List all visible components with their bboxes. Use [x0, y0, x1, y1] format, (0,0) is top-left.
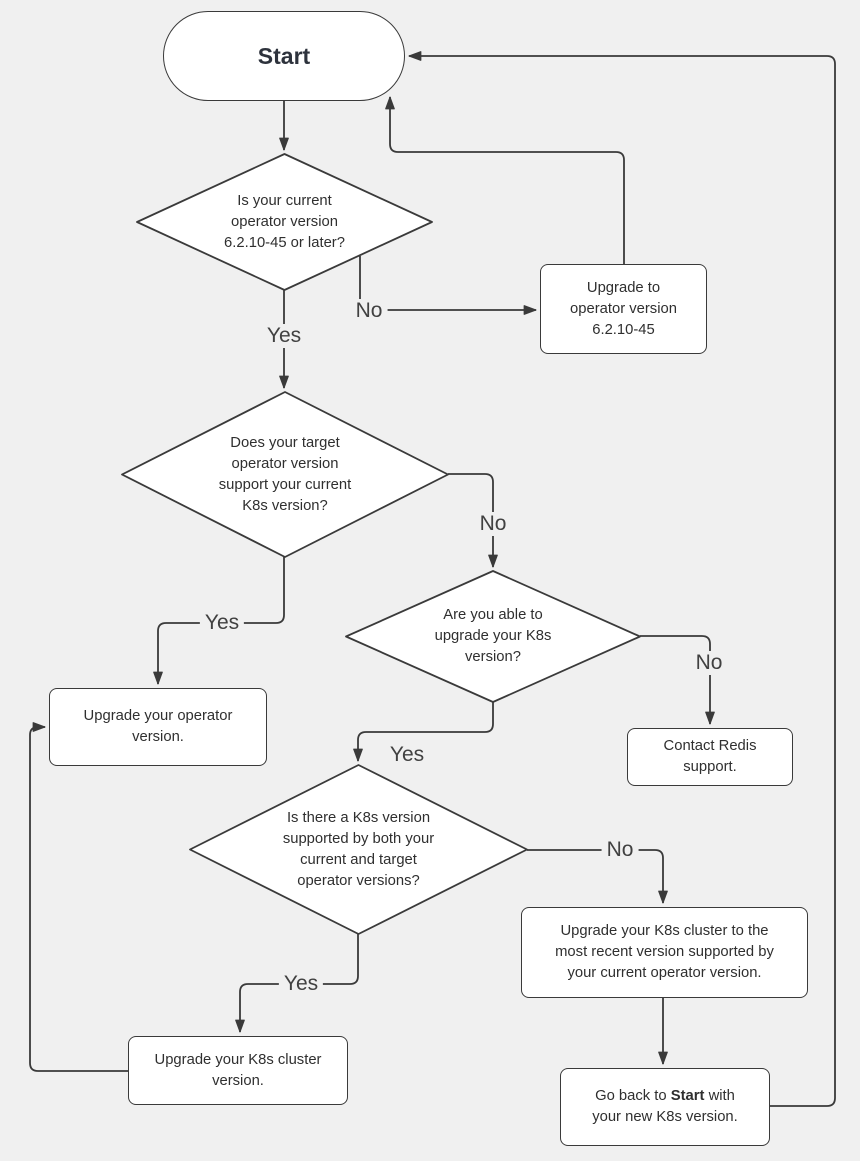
decision-can-upgrade-k8s-shape [345, 570, 641, 703]
decision-target-supports-k8s-shape [121, 391, 449, 558]
edge-label-yes: Yes [199, 611, 245, 635]
edge-upgrade-cluster-to-upgrade-operator [29, 722, 128, 1072]
process-line: version. [212, 1072, 264, 1089]
edge-q-can-upgrade-yes [353, 702, 494, 762]
decision-current-operator-version-shape [136, 153, 433, 291]
process-upgrade-operator-62-10-45: Upgrade to operator version 6.2.10-45 [540, 264, 707, 354]
edge-label-no: No [690, 651, 728, 675]
go-back-start-bold: Start [670, 1088, 705, 1104]
go-back-suffix: with [704, 1088, 735, 1104]
edge-q-target-supports-no [448, 473, 498, 568]
process-line: your new K8s version. [592, 1109, 738, 1125]
process-line: most recent version supported by [555, 944, 774, 960]
edge-label-yes: Yes [384, 743, 430, 767]
process-line: Upgrade your K8s cluster to the [560, 923, 769, 939]
process-line: Contact Redis [663, 738, 757, 754]
process-line: Upgrade to [586, 279, 661, 296]
process-line: Upgrade your operator [83, 708, 233, 724]
decision-common-k8s-version-shape [189, 764, 528, 935]
edge-q-can-upgrade-no [640, 635, 715, 725]
start-label: Start [257, 42, 311, 69]
go-back-prefix: Go back to [595, 1088, 671, 1104]
edge-q-common-version-no [527, 849, 668, 904]
process-upgrade-cluster-most-recent: Upgrade your K8s cluster to the most rec… [521, 907, 808, 998]
process-line: support. [683, 759, 737, 775]
edge-label-no: No [601, 838, 639, 862]
process-line: version. [132, 729, 184, 745]
process-line: operator version [570, 300, 677, 317]
edge-label-yes: Yes [261, 324, 307, 348]
start-node: Start [163, 11, 405, 101]
edge-label-yes: Yes [278, 972, 324, 996]
process-line: Go back to Start with [595, 1086, 735, 1107]
process-upgrade-cluster-version: Upgrade your K8s cluster version. [128, 1036, 348, 1105]
edge-go-back-to-start [408, 51, 836, 1107]
process-line: 6.2.10-45 [592, 321, 655, 338]
process-line: Upgrade your K8s cluster [154, 1051, 322, 1068]
process-line: your current operator version. [567, 965, 762, 981]
edge-label-no: No [474, 512, 512, 536]
edge-label-no: No [350, 299, 388, 323]
process-contact-redis-support: Contact Redis support. [627, 728, 793, 786]
process-upgrade-operator-version: Upgrade your operator version. [49, 688, 267, 766]
process-go-back-to-start: Go back to Start with your new K8s versi… [560, 1068, 770, 1146]
edge-upgrade-operator-62-10-45-to-start [385, 96, 625, 264]
